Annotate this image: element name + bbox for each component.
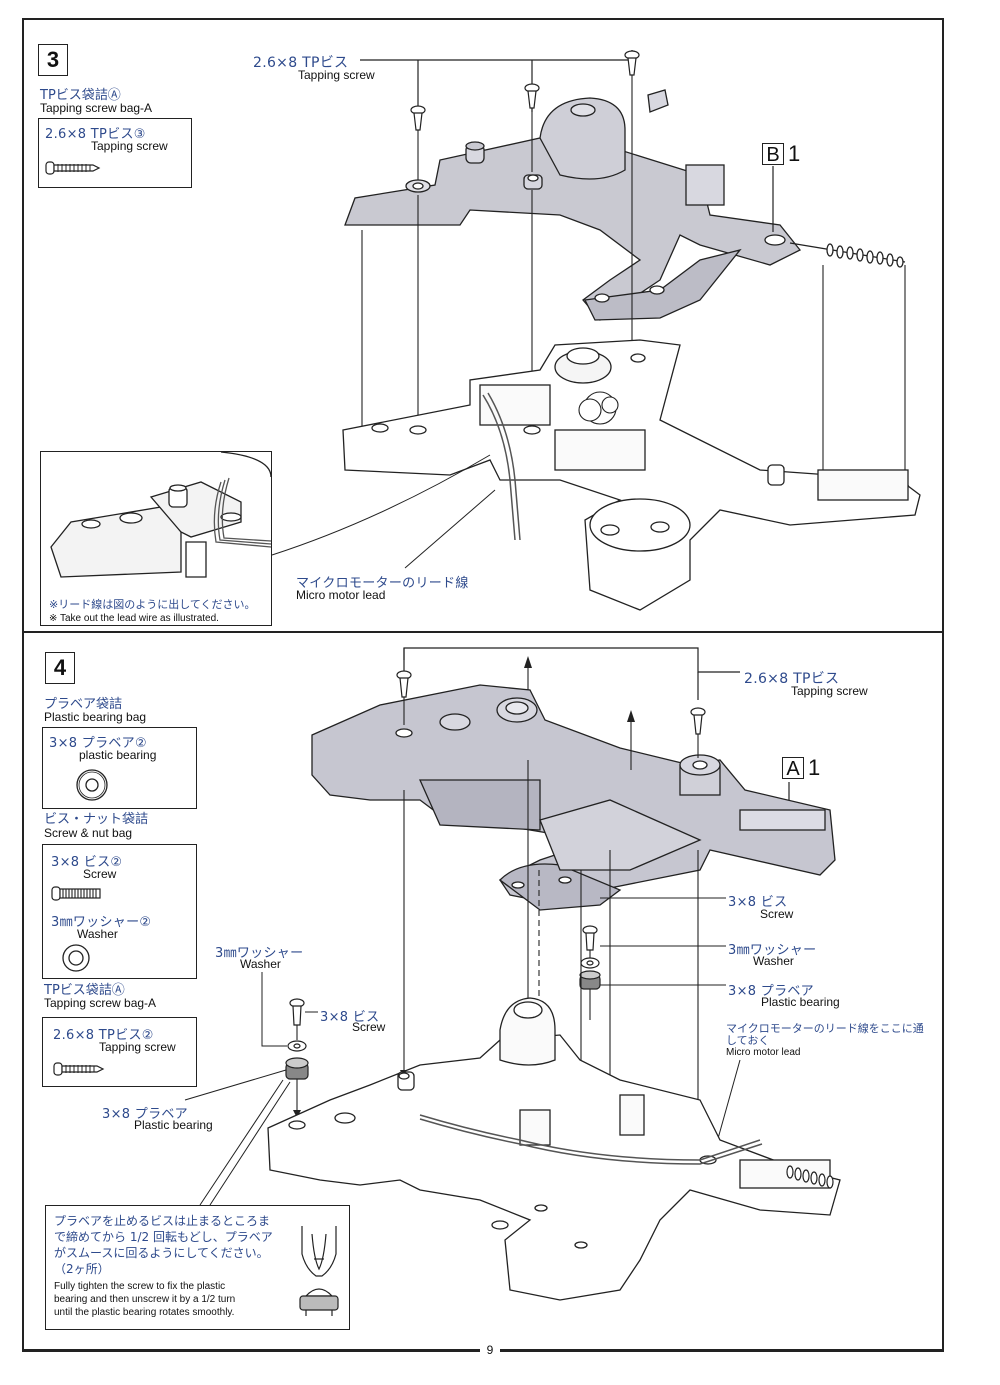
step4-left-washer-callout-jp: 3㎜ワッシャー [215, 946, 304, 961]
step4-right-screw-callout-en: Screw [760, 907, 794, 921]
step4-tp-screw-callout-jp: 2.6×8 TPビス [744, 671, 840, 687]
motor-lead-wire [419, 1114, 763, 1165]
step4-left-screw-callout-jp: 3×8 ビス [320, 1010, 380, 1025]
step4-tp-screw-callout-en: Tapping screw [791, 684, 868, 698]
spring-part [789, 242, 906, 268]
step3-exploded-diagram [271, 50, 921, 611]
step4-left-bearing-callout-en: Plastic bearing [134, 1118, 213, 1132]
tip-note-en-line: bearing and then unscrew it by a 1/2 tur… [54, 1294, 236, 1305]
plastic-bearing-icon [76, 769, 108, 801]
tapping-screw-icon [53, 1062, 105, 1076]
tip-note-en-line: until the plastic bearing rotates smooth… [54, 1307, 235, 1318]
step4-lead-callout-jp-line2: しておく [726, 1034, 770, 1047]
step4-right-bearing-callout-en: Plastic bearing [761, 995, 840, 1009]
tapping-screws [410, 50, 640, 131]
part-tag-b-box: B [762, 143, 784, 166]
step4-bag3-title-en: Tapping screw bag-A [44, 996, 157, 1010]
step3-bag-title-jp: TPビス袋詰Ⓐ [40, 88, 121, 103]
step4-right-bearing-callout-jp: 3×8 プラベア [728, 984, 814, 999]
part-tag-a-box: A [782, 757, 804, 780]
step4-right-screw-callout-jp: 3×8 ビス [728, 895, 788, 910]
tip-note-en-line: Fully tighten the screw to fix the plast… [54, 1281, 226, 1292]
part-tag-b-number: 1 [788, 141, 801, 166]
tip-note-jp-line: で締めてから 1/2 回転もどし、プラベア [54, 1230, 273, 1244]
part-label-jp: 2.6×8 TPビス② [53, 1028, 154, 1043]
part-label-en: plastic bearing [79, 748, 157, 762]
step4-lead-callout-jp-line1: マイクロモーターのリード線をここに通 [726, 1022, 924, 1035]
step3-lead-callout-en: Micro motor lead [296, 588, 386, 602]
tip-note-jp-line: がスムースに回るようにしてください。 [54, 1246, 269, 1260]
gear-set [578, 391, 619, 425]
washers-and-bearings [285, 957, 601, 1080]
tapping-screw-icon [45, 161, 101, 175]
upper-gear-cover-part [344, 89, 802, 321]
screwdriver-bearing-illustration [299, 1226, 339, 1316]
step4-screws [289, 670, 706, 1026]
step3-inset-illustration: ※リード線は図のように出してください。 ※ Take out the lead … [40, 451, 272, 626]
part-label-jp: 3×8 プラベア② [49, 736, 147, 751]
washer-icon [62, 944, 90, 972]
tip-note-jp-line: プラベアを止めるビスは止まるところま [54, 1214, 271, 1228]
step4-lead-callout-en: Micro motor lead [726, 1047, 801, 1058]
step3-lead-callout-jp: マイクロモーターのリード線 [296, 576, 469, 591]
lower-chassis-part [342, 339, 921, 611]
lead-wire-detail-illustration [50, 452, 271, 578]
part-label-en: Washer [77, 927, 118, 941]
step4-bag1-title-en: Plastic bearing bag [44, 710, 147, 724]
step4-tip-note-box: プラベアを止めるビスは止まるところま で締めてから 1/2 回転もどし、プラベア… [45, 1205, 350, 1330]
tip-note-jp-line: （2ヶ所） [54, 1262, 110, 1276]
step4-left-bearing-callout-jp: 3×8 プラベア [102, 1107, 188, 1122]
part-label-en: Tapping screw [91, 139, 168, 153]
step4-right-washer-callout-jp: 3㎜ワッシャー [728, 943, 817, 958]
page-number: 9 [480, 1343, 500, 1357]
step4-bag1-title-jp: プラベア袋詰 [44, 697, 123, 712]
inset-note-en: ※ Take out the lead wire as illustrated. [49, 613, 219, 624]
lower-assembly-part [267, 997, 841, 1301]
step3-screw-callout-en: Tapping screw [298, 68, 375, 82]
step3-parts-box: 2.6×8 TPビス③ Tapping screw [38, 118, 192, 188]
step4-left-screw-callout-en: Screw [352, 1020, 386, 1034]
spring-part [786, 1165, 834, 1189]
inset-note-jp: ※リード線は図のように出してください。 [49, 598, 256, 611]
upper-main-frame-part [311, 684, 836, 911]
part-tag-a-number: 1 [808, 755, 821, 780]
step-3-number: 3 [38, 44, 68, 76]
step4-bag2-title-jp: ビス・ナット袋詰 [44, 812, 149, 827]
step4-bag3-title-jp: TPビス袋詰Ⓐ [44, 983, 125, 998]
part-label-en: Tapping screw [99, 1040, 176, 1054]
step-divider [22, 631, 944, 633]
step4-left-washer-callout-en: Washer [240, 957, 281, 971]
step4-bag2-title-en: Screw & nut bag [44, 826, 133, 840]
step3-bag-title-en: Tapping screw bag-A [40, 101, 153, 115]
step4-bag3-parts-box: 2.6×8 TPビス② Tapping screw [42, 1017, 197, 1087]
motor-lead-wire [482, 392, 521, 541]
machine-screw-icon [51, 886, 101, 901]
part-label-jp: 3×8 ビス② [51, 855, 123, 870]
step4-right-washer-callout-en: Washer [753, 954, 794, 968]
part-label-jp: 2.6×8 TPビス③ [45, 127, 146, 142]
step3-screw-callout-jp: 2.6×8 TPビス [253, 55, 349, 71]
step4-bag1-parts-box: 3×8 プラベア② plastic bearing [42, 727, 197, 809]
part-label-jp: 3㎜ワッシャー② [51, 915, 152, 930]
part-label-en: Screw [83, 867, 117, 881]
step-4-number: 4 [45, 652, 75, 684]
step4-bag2-parts-box: 3×8 ビス② Screw 3㎜ワッシャー② Washer [42, 844, 197, 979]
